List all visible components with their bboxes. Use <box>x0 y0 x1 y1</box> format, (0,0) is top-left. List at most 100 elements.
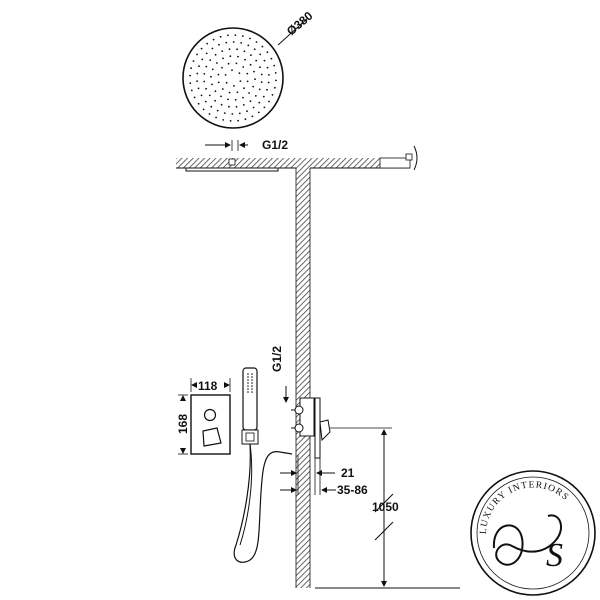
nozzle-dot <box>218 43 220 46</box>
nozzle-dot <box>246 72 249 75</box>
nozzle-dot <box>214 99 217 102</box>
ceiling-section <box>176 145 418 172</box>
nozzle-dot <box>246 80 249 83</box>
nozzle-dot <box>200 94 203 97</box>
mount-height-label: 1050 <box>372 500 399 514</box>
nozzle-dot <box>238 112 241 115</box>
nozzle-dot <box>189 74 192 77</box>
head-thread-label: G1/2 <box>262 138 288 152</box>
nozzle-dot <box>228 105 230 108</box>
nozzle-dot <box>222 119 225 121</box>
nozzle-dot <box>274 86 276 89</box>
nozzle-dot <box>248 92 251 94</box>
hand-nozzle-dot <box>251 379 253 381</box>
nozzle-dot <box>260 81 263 83</box>
hand-shower <box>233 367 293 563</box>
nozzle-dot <box>243 87 245 90</box>
hand-nozzle-dot <box>247 376 249 378</box>
nozzle-dot <box>234 98 237 101</box>
nozzle-dot <box>273 64 276 67</box>
nozzle-dot <box>266 51 269 54</box>
nozzle-dot <box>242 66 245 68</box>
nozzle-dot <box>225 41 228 44</box>
nozzle-dot <box>223 112 226 114</box>
nozzle-dot <box>196 80 199 82</box>
nozzle-dot <box>204 100 207 103</box>
nozzle-dot <box>254 78 256 81</box>
nozzle-dot <box>253 70 255 73</box>
nozzle-dot <box>263 59 266 62</box>
nozzle-dot <box>229 55 232 58</box>
plate-width-dimension: 118 <box>190 378 231 393</box>
nozzle-dot <box>242 96 244 99</box>
nozzle-dot <box>262 95 265 98</box>
nozzle-dot <box>249 63 252 66</box>
nozzle-dot <box>189 82 192 84</box>
nozzle-dot <box>257 111 260 114</box>
nozzle-dot <box>203 73 206 75</box>
nozzle-dot <box>227 62 230 65</box>
nozzle-dot <box>211 68 214 71</box>
nozzle-dot <box>258 88 261 91</box>
nozzle-dot <box>252 106 255 109</box>
wall-section <box>295 158 311 588</box>
nozzle-dot <box>224 74 227 76</box>
nozzle-dot <box>214 53 217 56</box>
nozzle-dot <box>255 59 258 62</box>
nozzle-dot <box>234 34 237 36</box>
head-thread-dimension: G1/2 <box>205 138 288 152</box>
nozzle-dot <box>216 62 218 64</box>
mixer-handle <box>202 427 222 447</box>
nozzle-dot <box>235 62 238 65</box>
nozzle-dot <box>274 72 277 74</box>
concealed-valve-body <box>291 397 331 459</box>
nozzle-dot <box>202 108 205 111</box>
nozzle-dot <box>193 96 196 99</box>
nozzle-dot <box>231 113 234 115</box>
nozzle-dot <box>258 101 261 104</box>
nozzle-dot <box>251 115 254 118</box>
plate-height-label: 168 <box>176 414 190 434</box>
plate-width-label: 118 <box>198 379 218 393</box>
nozzle-dot <box>205 65 208 68</box>
nozzle-dot <box>252 85 255 88</box>
nozzle-dot <box>246 110 248 113</box>
nozzle-dot <box>209 59 212 61</box>
hand-nozzle-dot <box>247 385 249 387</box>
nozzle-dot <box>249 37 251 40</box>
hand-nozzle-dot <box>251 373 253 375</box>
nozzle-dot <box>259 66 261 69</box>
nozzle-dot <box>210 75 212 78</box>
nozzle-dot <box>227 98 229 101</box>
nozzle-dot <box>255 41 258 43</box>
nozzle-dot <box>237 55 239 58</box>
hand-nozzle-dot <box>251 376 253 378</box>
nozzle-dot <box>267 81 270 84</box>
nozzle-dot <box>221 50 224 52</box>
depth-range-label: 35-86 <box>337 483 368 497</box>
nozzle-dot <box>225 81 228 84</box>
nozzle-dot <box>236 91 239 94</box>
nozzle-dot <box>275 79 277 82</box>
hand-nozzle-dot <box>247 391 249 393</box>
nozzle-dot <box>249 100 252 103</box>
nozzle-dot <box>220 95 222 98</box>
nozzle-dot <box>268 74 270 76</box>
hand-nozzle-dot <box>251 388 253 390</box>
nozzle-dot <box>238 72 241 75</box>
nozzle-dot <box>228 91 231 94</box>
nozzle-dot <box>235 105 238 108</box>
nozzle-dot <box>240 42 243 44</box>
nozzle-dot <box>270 57 273 60</box>
shower-head-side-view <box>185 167 279 172</box>
nozzle-dot <box>205 52 208 55</box>
nozzle-dot <box>236 48 239 51</box>
nozzle-dot <box>253 48 256 51</box>
nozzle-dot <box>254 95 257 97</box>
hand-shower-nozzles <box>247 373 253 393</box>
nozzle-dot <box>271 94 274 96</box>
nozzle-dot <box>206 42 209 45</box>
nozzle-dot <box>219 35 222 38</box>
nozzle-dot <box>192 60 195 62</box>
